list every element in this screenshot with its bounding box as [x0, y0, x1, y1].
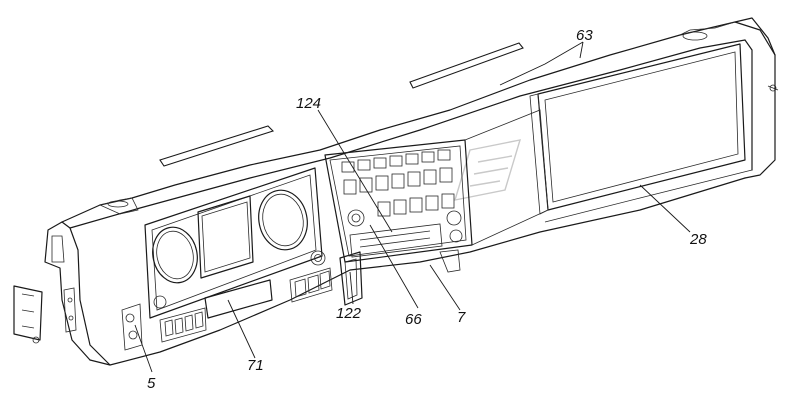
label-66: 66	[405, 311, 422, 328]
defroster-strip-left	[159, 125, 275, 167]
switch-row-top	[341, 149, 451, 173]
right-bolt	[767, 84, 779, 92]
switch-row-bottom	[377, 193, 455, 217]
lower-switch-panel	[153, 267, 333, 343]
callout-labels: 63 124 28 7 66 122 71 5	[147, 27, 707, 392]
watermark-logo	[453, 139, 522, 201]
defroster-strip-right	[409, 42, 524, 89]
instrument-cluster	[144, 167, 326, 319]
label-7: 7	[457, 309, 466, 326]
center-console	[324, 109, 549, 273]
leader-lines	[134, 41, 691, 373]
label-71: 71	[247, 357, 264, 374]
switch-row-middle	[343, 167, 453, 195]
label-5: 5	[147, 375, 156, 392]
label-124: 124	[296, 95, 321, 112]
steering-bracket	[339, 251, 363, 306]
lower-left-lever	[121, 303, 143, 351]
label-28: 28	[689, 231, 707, 248]
dashboard-body	[44, 17, 776, 366]
label-63: 63	[576, 27, 593, 44]
side-bracket-parts	[13, 285, 77, 344]
label-122: 122	[336, 305, 362, 322]
